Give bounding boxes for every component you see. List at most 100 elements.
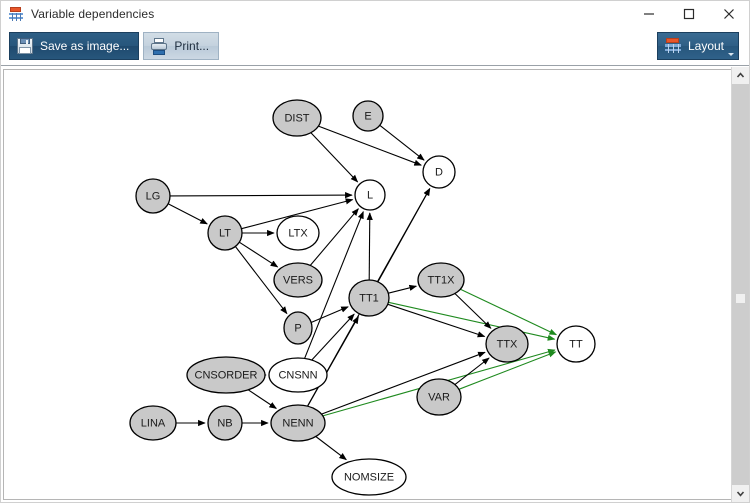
graph-node-L[interactable]: L: [354, 179, 386, 211]
graph-node-D[interactable]: D: [422, 155, 456, 189]
graph-edge-LT-to-VERS: [239, 241, 279, 268]
graph-node-VERS[interactable]: VERS: [273, 262, 323, 298]
graph-node-DIST[interactable]: DIST: [272, 99, 322, 137]
save-as-image-button[interactable]: Save as image...: [9, 32, 140, 60]
graph-node-LG[interactable]: LG: [135, 178, 171, 214]
graph-node-TTX[interactable]: TTX: [485, 325, 529, 363]
maximize-button[interactable]: [669, 1, 709, 27]
graph-edge-DIST-to-L: [310, 132, 359, 183]
graph-edge-DIST-to-D: [318, 125, 422, 166]
node-label-LTX: LTX: [288, 228, 308, 240]
graph-node-TT1X[interactable]: TT1X: [417, 262, 465, 298]
graph-node-LINA[interactable]: LINA: [129, 405, 177, 441]
chevron-down-icon[interactable]: [728, 53, 734, 56]
graph-node-TT[interactable]: TT: [556, 325, 596, 363]
toolbar: Save as image... Print... Layout: [1, 27, 749, 66]
graph-node-VAR[interactable]: VAR: [416, 378, 462, 416]
node-label-E: E: [364, 111, 371, 123]
graph-edge-TT1X-to-TT: [460, 288, 557, 336]
graph-edge-TT1-to-TT: [388, 301, 556, 341]
print-button[interactable]: Print...: [143, 32, 220, 60]
chevron-down-icon: [736, 491, 745, 497]
scroll-down-button[interactable]: [732, 485, 749, 502]
node-label-CNSNN: CNSNN: [278, 370, 317, 382]
graph-edge-LT-to-P: [234, 246, 288, 315]
node-label-CNSORDER: CNSORDER: [195, 370, 258, 382]
node-shape: [276, 215, 320, 251]
window-controls: [629, 1, 749, 27]
node-shape: [268, 357, 328, 393]
close-icon: [724, 9, 734, 19]
node-shape: [135, 178, 171, 214]
node-shape: [352, 100, 384, 132]
graph-node-E[interactable]: E: [352, 100, 384, 132]
minimize-button[interactable]: [629, 1, 669, 27]
graph-node-CNSORDER[interactable]: CNSORDER: [186, 356, 266, 394]
graph-edge-LG-to-L: [169, 192, 353, 199]
graph-node-P[interactable]: P: [283, 311, 313, 345]
node-label-NOMSIZE: NOMSIZE: [344, 472, 394, 484]
window-title: Variable dependencies: [31, 7, 155, 21]
graph-node-LT[interactable]: LT: [207, 215, 243, 251]
node-label-NENN: NENN: [282, 418, 313, 430]
node-label-L: L: [367, 190, 373, 202]
graph-node-CNSNN[interactable]: CNSNN: [268, 357, 328, 393]
graph-node-LTX[interactable]: LTX: [276, 215, 320, 251]
node-shape: [283, 311, 313, 345]
printer-icon: [150, 37, 168, 55]
node-label-TT1X: TT1X: [428, 275, 456, 287]
node-shape: [354, 179, 386, 211]
node-label-DIST: DIST: [284, 113, 309, 125]
node-label-TT1: TT1: [359, 293, 379, 305]
graph-edge-TT1X-to-TTX: [454, 293, 492, 329]
scroll-up-button[interactable]: [732, 67, 749, 84]
node-shape: [273, 262, 323, 298]
node-shape: [417, 262, 465, 298]
graph-edge-P-to-TT1: [310, 306, 349, 324]
graph-node-TT1[interactable]: TT1: [348, 279, 390, 317]
dependency-graph-icon: [8, 6, 24, 22]
floppy-disk-icon: [16, 37, 34, 55]
node-shape: [129, 405, 177, 441]
graph-edge-NENN-to-TTX: [321, 351, 486, 415]
node-label-LG: LG: [146, 191, 161, 203]
graph-node-NENN[interactable]: NENN: [270, 404, 326, 442]
graph-edge-TT1-to-TTX: [387, 303, 486, 338]
graph-edge-E-to-D: [379, 124, 425, 161]
scroll-thumb[interactable]: [735, 292, 746, 304]
node-label-P: P: [294, 323, 301, 335]
graph-node-NB[interactable]: NB: [207, 405, 243, 441]
node-label-VAR: VAR: [428, 392, 450, 404]
node-shape: [270, 404, 326, 442]
layout-button[interactable]: Layout: [656, 32, 739, 60]
node-label-TTX: TTX: [497, 339, 518, 351]
close-button[interactable]: [709, 1, 749, 27]
title-bar: Variable dependencies: [1, 1, 749, 27]
node-shape: [422, 155, 456, 189]
minimize-icon: [644, 13, 654, 15]
node-shape: [272, 99, 322, 137]
vertical-scrollbar[interactable]: [731, 67, 749, 502]
node-shape: [348, 279, 390, 317]
node-shape: [207, 215, 243, 251]
layout-label: Layout: [687, 39, 724, 53]
graph-edge-CNSORDER-to-NENN: [247, 389, 277, 409]
node-label-VERS: VERS: [283, 275, 313, 287]
graph-edge-VAR-to-TTX: [454, 357, 490, 386]
node-shape: [556, 325, 596, 363]
node-shape: [207, 405, 243, 441]
graph-edge-VAR-to-TT: [458, 351, 557, 390]
graph-node-NOMSIZE[interactable]: NOMSIZE: [331, 458, 407, 496]
graph-edge-LG-to-LT: [167, 203, 208, 225]
scroll-track[interactable]: [732, 84, 749, 485]
graph-edge-LT-to-L: [241, 198, 354, 230]
node-shape: [331, 458, 407, 496]
maximize-icon: [683, 8, 695, 20]
graph-edge-VERS-to-L: [309, 208, 359, 266]
graph-edge-NENN-to-NOMSIZE: [315, 436, 347, 461]
node-label-TT: TT: [569, 339, 583, 351]
